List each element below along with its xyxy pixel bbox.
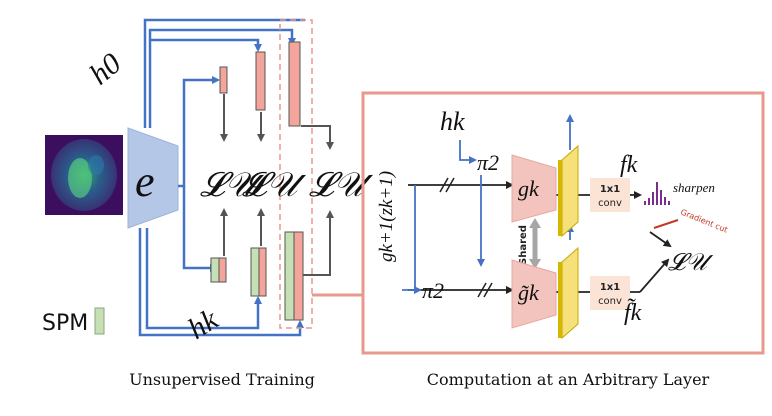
split-marks: [439, 177, 493, 298]
sharpen-histogram: [644, 182, 670, 205]
spm-label: SPM: [42, 311, 88, 336]
conv-top-line2: conv: [598, 198, 622, 209]
feature-map-bottom: [561, 246, 579, 340]
g-next-input-label: gk+1(zk+1): [376, 171, 397, 262]
loss-arrows: [220, 94, 334, 276]
layer2-bottom-red: [258, 247, 267, 297]
layer1-bottom-red: [218, 257, 227, 283]
shared-arrow: [529, 218, 541, 269]
encoder-block: [127, 127, 179, 229]
feature-map-bottom-edge: [558, 262, 562, 338]
layer1-top-bar: [219, 66, 228, 94]
shared-label: Shared: [518, 225, 529, 265]
conv-bottom-line2: conv: [598, 296, 622, 307]
hk-label-right: hk: [440, 107, 465, 136]
loss-label-2: 𝓛𝒰: [242, 167, 307, 204]
conv-box-bottom: [590, 276, 630, 310]
f-bottom-label: f̃k: [624, 298, 642, 326]
g-block-top: [511, 154, 557, 223]
pi-top-label: π2: [477, 150, 499, 175]
layer2-bottom-green: [250, 247, 260, 297]
layer2-top-bar: [255, 51, 266, 111]
g-top-label: gk: [518, 176, 540, 201]
caption-left: Unsupervised Training: [129, 370, 315, 389]
pi-bottom-label: π2: [422, 278, 444, 303]
hk-label-left: hk: [182, 303, 224, 346]
layer3-bottom-red: [293, 231, 304, 321]
highlighted-layer-box: [279, 19, 313, 329]
feature-map-top: [561, 144, 579, 238]
feature-map-top-edge: [558, 160, 562, 236]
mri-image: [45, 135, 123, 215]
detail-panel: [361, 91, 765, 355]
conv-bottom-line1: 1x1: [600, 282, 620, 293]
encoder-label: e: [135, 157, 155, 206]
loss-label-right: 𝓛𝒰: [668, 250, 713, 276]
spm-swatch: [94, 307, 105, 335]
caption-right: Computation at an Arbitrary Layer: [427, 370, 710, 389]
layer1-bottom-green: [210, 257, 220, 283]
gradient-cut-label: Gradient cut: [679, 208, 729, 235]
sharpen-label: sharpen: [673, 180, 715, 195]
gradient-cut-mark: [653, 219, 679, 229]
g-block-bottom: [511, 259, 557, 329]
f-top-label: fk: [620, 152, 638, 178]
conv-box-top: [590, 178, 630, 212]
h0-label: h0: [83, 47, 127, 92]
conv-top-line1: 1x1: [600, 184, 620, 195]
layer3-bottom-green: [284, 231, 295, 321]
g-bottom-label: g̃k: [518, 280, 540, 305]
layer3-top-bar: [288, 41, 301, 127]
loss-label-1: 𝓛𝒰: [200, 167, 265, 204]
